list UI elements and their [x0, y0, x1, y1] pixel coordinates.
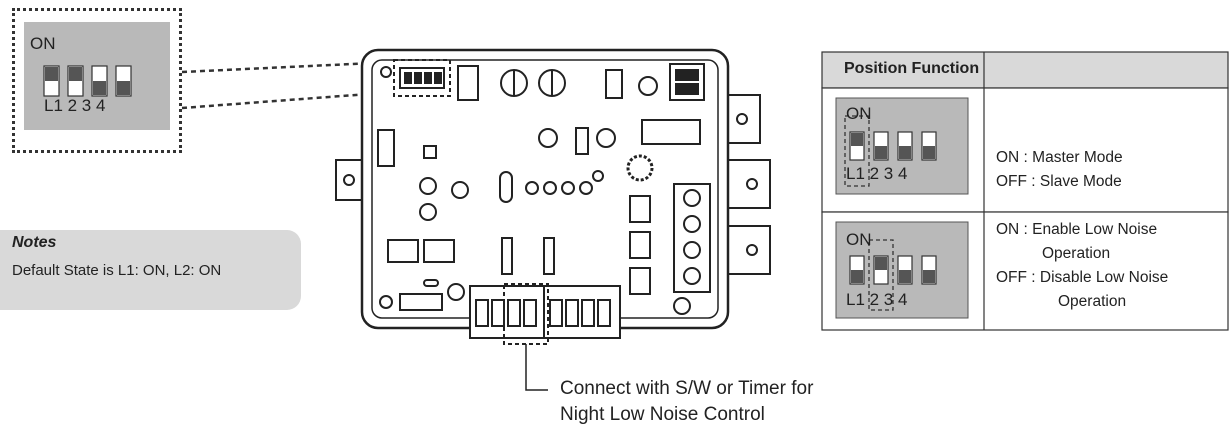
board-jumper-b	[543, 237, 555, 275]
row1-on-label: ON	[846, 104, 872, 123]
notes-text: Default State is L1: ON, L2: ON	[12, 262, 222, 279]
mount-hole-right-top-icon	[736, 113, 748, 125]
table-header-title: Position Function	[844, 60, 980, 77]
board-dip-switch	[399, 67, 445, 89]
table-switch-group	[835, 97, 969, 319]
board-connector-left	[377, 129, 395, 167]
callout-line-2: Night Low Noise Control	[560, 404, 765, 425]
mount-hole-left-icon	[343, 174, 355, 186]
zoom-switch-1-knob	[45, 67, 58, 81]
row2-line-4: Operation	[1058, 293, 1127, 310]
row1-switch-2-knob	[875, 146, 887, 159]
board-label-area	[641, 119, 701, 145]
board-relay-d	[423, 239, 455, 263]
row2-on-label: ON	[846, 230, 872, 249]
row2-switch-3-knob	[899, 270, 911, 283]
row2-line-2: Operation	[1042, 245, 1111, 262]
board-jumper-a	[501, 237, 513, 275]
board-cap-small-c-icon	[419, 203, 437, 221]
board-relay-c	[387, 239, 419, 263]
board-ic-c	[629, 267, 651, 295]
zoom-detail-frame	[12, 8, 182, 153]
board-terminal-block	[673, 183, 711, 293]
row1-switch-numbers: L1 2 3 4	[846, 164, 908, 183]
callout-line-1: Connect with S/W or Timer for	[560, 378, 814, 399]
row2-highlight	[868, 239, 894, 311]
row1-switch-3-knob	[899, 146, 911, 159]
board-led-b-icon	[596, 128, 616, 148]
zoom-switch-4-knob	[117, 81, 130, 95]
row2-switch-4-knob	[923, 270, 935, 283]
notes-panel	[0, 230, 301, 310]
row1-line-1: ON : Master Mode	[996, 149, 1123, 166]
row2-function-text: ON : Enable Low Noise Operation OFF : Di…	[996, 218, 1168, 314]
board-capacitor-a	[457, 65, 479, 101]
row2-switch-2-knob	[875, 257, 887, 270]
zoom-switch-group	[43, 65, 132, 97]
board-connector-a	[605, 69, 623, 99]
zoom-switch-2-knob	[69, 67, 82, 81]
row2-switch-1-knob	[851, 270, 863, 283]
mount-hole-right-bottom-icon	[746, 244, 758, 256]
board-led-a-icon	[538, 128, 558, 148]
mount-hole-right-mid-icon	[746, 178, 758, 190]
row2-switch-numbers: L1 2 3 4	[846, 290, 908, 309]
board-tab-left	[335, 159, 365, 201]
board-fuse	[575, 127, 589, 155]
board-crystal	[499, 171, 513, 203]
dip-on-label: ON	[30, 34, 56, 53]
dip-switch-numbers: L1 2 3 4	[44, 96, 106, 115]
notes-title: Notes	[12, 234, 57, 251]
pcb-board	[335, 48, 771, 345]
row2-line-1: ON : Enable Low Noise	[996, 221, 1158, 238]
row1-line-2: OFF : Slave Mode	[996, 173, 1122, 190]
callout-text: Connect with S/W or Timer for Night Low …	[560, 376, 813, 428]
callout-leader	[525, 344, 548, 391]
board-button-a-icon	[638, 76, 658, 96]
board-dip-highlight	[393, 59, 451, 97]
board-cap-small-a-icon	[419, 177, 437, 195]
row1-highlight	[844, 115, 870, 187]
board-ic-b	[629, 231, 651, 259]
table-header-bg	[821, 51, 1229, 89]
board-connector-bottom	[399, 293, 443, 311]
board-terminal-top	[669, 63, 705, 101]
row1-function-text: ON : Master Mode OFF : Slave Mode	[996, 146, 1123, 194]
row2-line-3: OFF : Disable Low Noise	[996, 269, 1169, 286]
board-gear-icon	[626, 154, 654, 182]
board-cap-small-b-icon	[451, 181, 469, 199]
board-switch-small	[423, 145, 437, 159]
row1-switch-4-knob	[923, 146, 935, 159]
board-screw-icon	[380, 66, 392, 78]
row1-switch-1-knob	[851, 133, 863, 146]
zoom-switch-3-knob	[93, 81, 106, 95]
board-ic-a	[629, 195, 651, 223]
board-screw-bottom-icon	[379, 295, 393, 309]
